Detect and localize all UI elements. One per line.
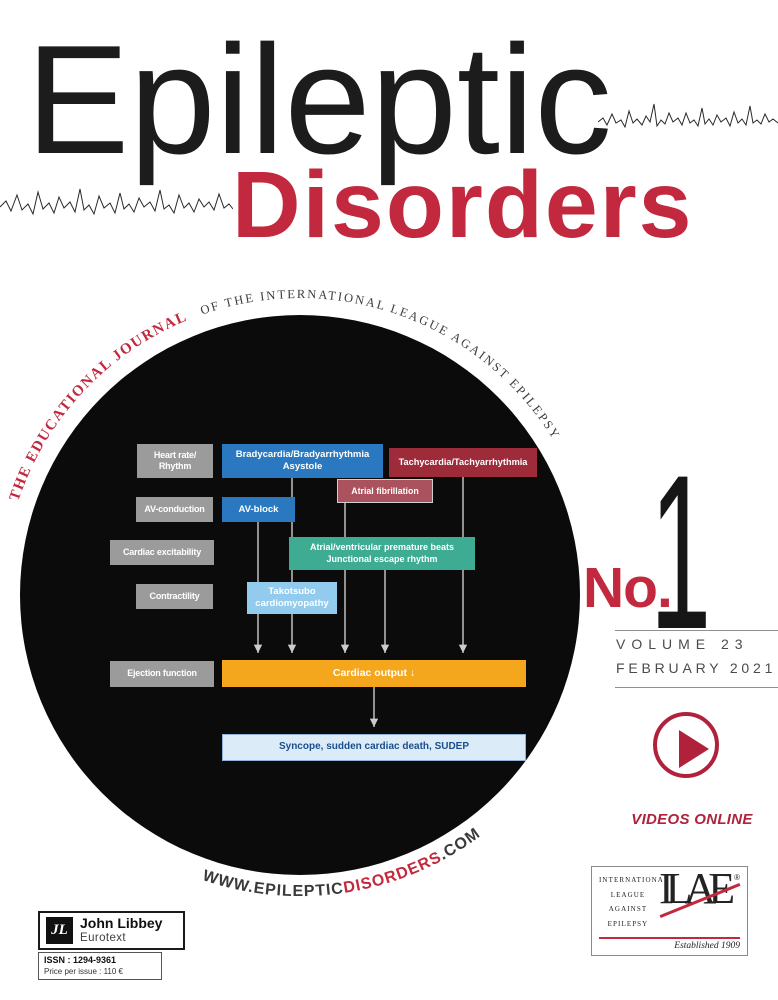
publisher-logo: JL John Libbey Eurotext <box>38 911 185 950</box>
flow-box-av-conduction: AV-conduction <box>136 497 213 522</box>
ilae-word-against: AGAINST <box>608 905 648 913</box>
eeg-trace-right <box>598 103 778 129</box>
website-prefix[interactable]: WWW. <box>201 867 256 896</box>
flow-box-takotsubo: Takotsubo cardiomyopathy <box>247 582 337 614</box>
flow-box-cardiac-output: Cardiac output ↓ <box>222 660 526 687</box>
ilae-established: Established 1909 <box>599 937 740 951</box>
publisher-subname: Eurotext <box>80 931 127 944</box>
issn-box: ISSN : 1294-9361 Price per issue : 110 € <box>38 952 162 981</box>
issue-date-text: FEBRUARY 2021 <box>616 660 777 676</box>
flow-box-ejection-function: Ejection function <box>110 661 214 687</box>
ilae-monogram: ILAE ® <box>657 867 741 925</box>
videos-online-label[interactable]: VIDEOS ONLINE <box>631 811 753 828</box>
issn-number: ISSN : 1294-9361 <box>44 955 117 965</box>
flow-box-atrial-fibrillation: Atrial fibrillation <box>337 479 433 503</box>
journal-title-epileptic: Epileptic <box>26 13 612 186</box>
website-epileptic[interactable]: EPILEPTIC <box>253 880 345 901</box>
flow-box-premature-beats: Atrial/ventricular premature beats Junct… <box>289 537 475 570</box>
flow-box-bradycardia: Bradycardia/Bradyarrhythmia Asystole <box>222 444 383 478</box>
ilae-word-league: LEAGUE <box>610 890 646 899</box>
flow-box-contractility: Contractility <box>136 584 213 609</box>
journal-title-disorders: Disorders <box>232 152 694 258</box>
volume-text: VOLUME 23 <box>616 636 749 652</box>
ilae-words: INTERNATIONAL LEAGUE AGAINST EPILEPSY <box>599 873 670 934</box>
flow-box-heart-rate: Heart rate/ Rhythm <box>137 444 213 478</box>
play-button[interactable] <box>653 712 719 778</box>
flow-box-av-block: AV-block <box>222 497 295 522</box>
flow-box-tachycardia: Tachycardia/Tachyarrhythmia <box>389 448 537 477</box>
eeg-trace-left <box>0 188 233 216</box>
ilae-word-international: INTERNATIONAL <box>599 876 670 884</box>
ilae-word-epilepsy: EPILEPSY <box>607 919 649 928</box>
john-libbey-monogram: JL <box>46 917 73 944</box>
flow-box-cardiac-excitability: Cardiac excitability <box>110 540 214 565</box>
registered-mark: ® <box>734 873 740 882</box>
issue-no-label: No. <box>583 556 673 620</box>
issue-number: 1 <box>650 429 712 675</box>
play-icon <box>679 730 709 768</box>
publisher-name: John Libbey <box>80 915 163 932</box>
volume-rule-bottom <box>615 687 778 688</box>
volume-rule-top <box>615 630 778 631</box>
flow-box-syncope-sudep: Syncope, sudden cardiac death, SUDEP <box>222 734 526 761</box>
issue-price: Price per issue : 110 € <box>44 966 124 976</box>
ilae-logo: INTERNATIONAL LEAGUE AGAINST EPILEPSY IL… <box>591 866 748 956</box>
